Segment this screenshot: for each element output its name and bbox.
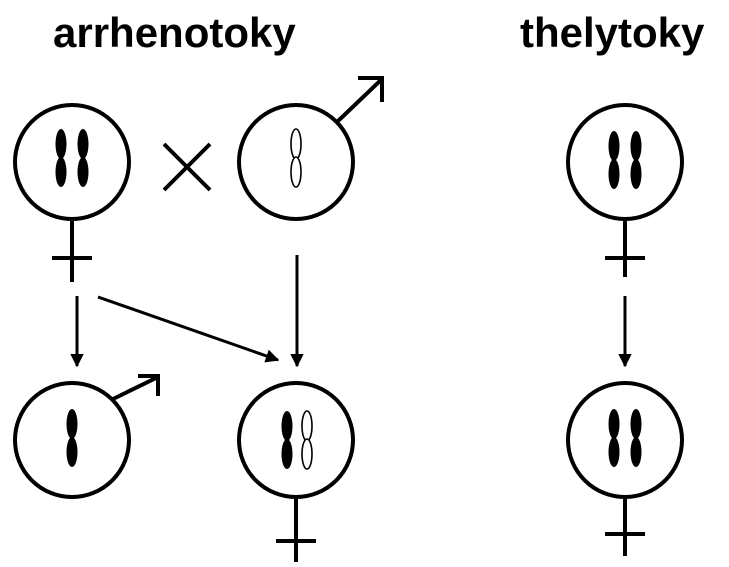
parent-female-chromosomes: [55, 129, 89, 187]
thelytoky-title: thelytoky: [520, 9, 705, 56]
offspring-female-chromosomes: [281, 410, 313, 470]
thelytoky-offspring-chromosomes: [608, 409, 642, 467]
offspring-male-symbol: [13, 374, 160, 499]
parent-male-symbol: [237, 76, 384, 221]
cross-symbol: [162, 142, 212, 192]
thelytoky-parent-female-symbol: [566, 103, 684, 277]
arrhenotoky-title: arrhenotoky: [53, 9, 296, 56]
arrow-female-to-female-offspring: [97, 295, 280, 363]
thelytoky-parent-chromosomes: [608, 131, 642, 189]
parent-male-chromosome: [290, 128, 302, 188]
offspring-male-chromosome: [66, 409, 78, 467]
thelytoky-offspring-female-symbol: [566, 381, 684, 556]
offspring-female-symbol: [237, 381, 355, 562]
parent-female-symbol: [13, 103, 131, 282]
